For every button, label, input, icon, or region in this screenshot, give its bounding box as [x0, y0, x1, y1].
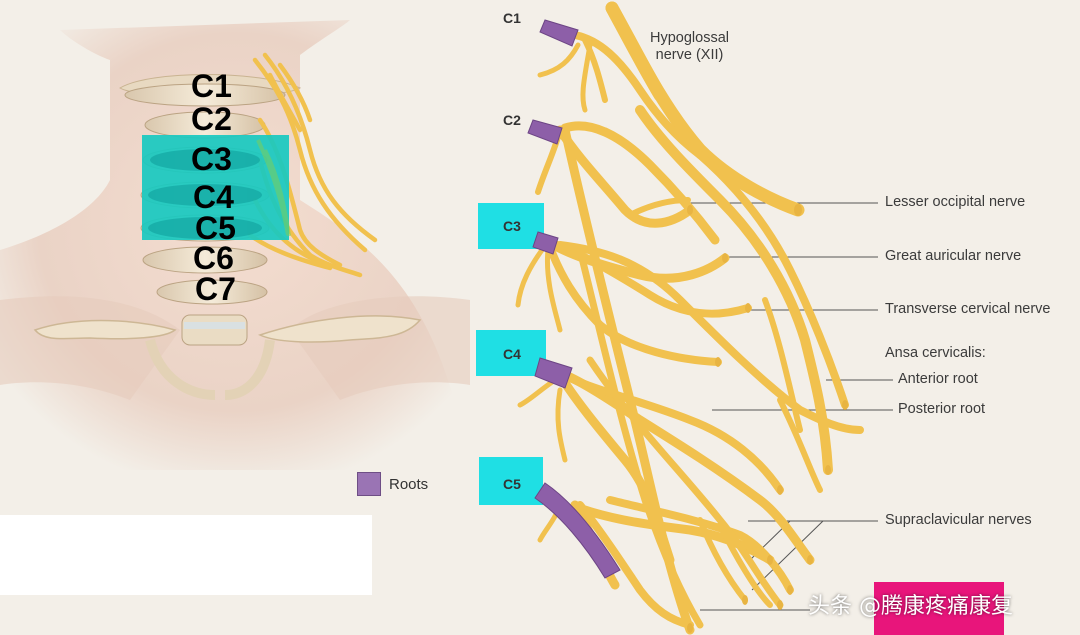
- lesser-occipital-label: Lesser occipital nerve: [885, 194, 1026, 210]
- anterior-root-label: Anterior root: [898, 371, 978, 387]
- root-c5: [534, 482, 621, 579]
- vertebra-label-c5: C5: [195, 210, 236, 246]
- root-c4: [534, 357, 573, 389]
- roots-legend-label: Roots: [389, 476, 429, 493]
- c4-highlight-box: [476, 330, 546, 376]
- posterior-root-label: Posterior root: [898, 401, 986, 417]
- c5-highlight-box: [479, 457, 543, 505]
- left-clavicle: [33, 319, 177, 340]
- first-rib: [145, 338, 275, 400]
- root-label-c2: C2: [503, 112, 521, 128]
- root-label-c1: C1: [503, 10, 521, 26]
- great-auricular-label: Great auricular nerve: [885, 248, 1022, 264]
- neck-illustration: [0, 20, 470, 470]
- supraclavicular-label: Supraclavicular nerves: [885, 512, 1032, 528]
- highlight-detail: [148, 139, 291, 239]
- vertebra-label-c4: C4: [193, 179, 234, 215]
- blank-panel: [0, 515, 372, 595]
- nerve-roots: [527, 19, 621, 579]
- root-c1: [539, 19, 579, 47]
- nerve-branches: [515, 1, 864, 635]
- root-c3: [532, 231, 559, 255]
- nerve-tips: [687, 204, 848, 633]
- vertebra-label-c3: C3: [191, 141, 232, 177]
- root-c2: [527, 119, 563, 145]
- hypoglossal-label: Hypoglossal nerve (XII): [650, 30, 729, 63]
- root-label-c4: C4: [503, 346, 521, 362]
- right-clavicle: [257, 315, 422, 343]
- ansa-cervicalis-label: Ansa cervicalis:: [885, 345, 986, 361]
- watermark-text: 头条 @腾康疼痛康复: [808, 594, 1013, 619]
- vertebra-label-c1: C1: [191, 68, 232, 104]
- transverse-cervical-label: Transverse cervical nerve: [885, 301, 1051, 317]
- vertebra-label-c7: C7: [195, 271, 236, 307]
- root-label-c3: C3: [503, 218, 521, 234]
- vertebra-label-c2: C2: [191, 101, 232, 137]
- roots-legend-swatch: [357, 472, 381, 496]
- vertebra-label-c6: C6: [193, 240, 234, 276]
- watermark-background: [874, 582, 1004, 635]
- c3-highlight-box: [478, 203, 544, 249]
- root-label-c5: C5: [503, 476, 521, 492]
